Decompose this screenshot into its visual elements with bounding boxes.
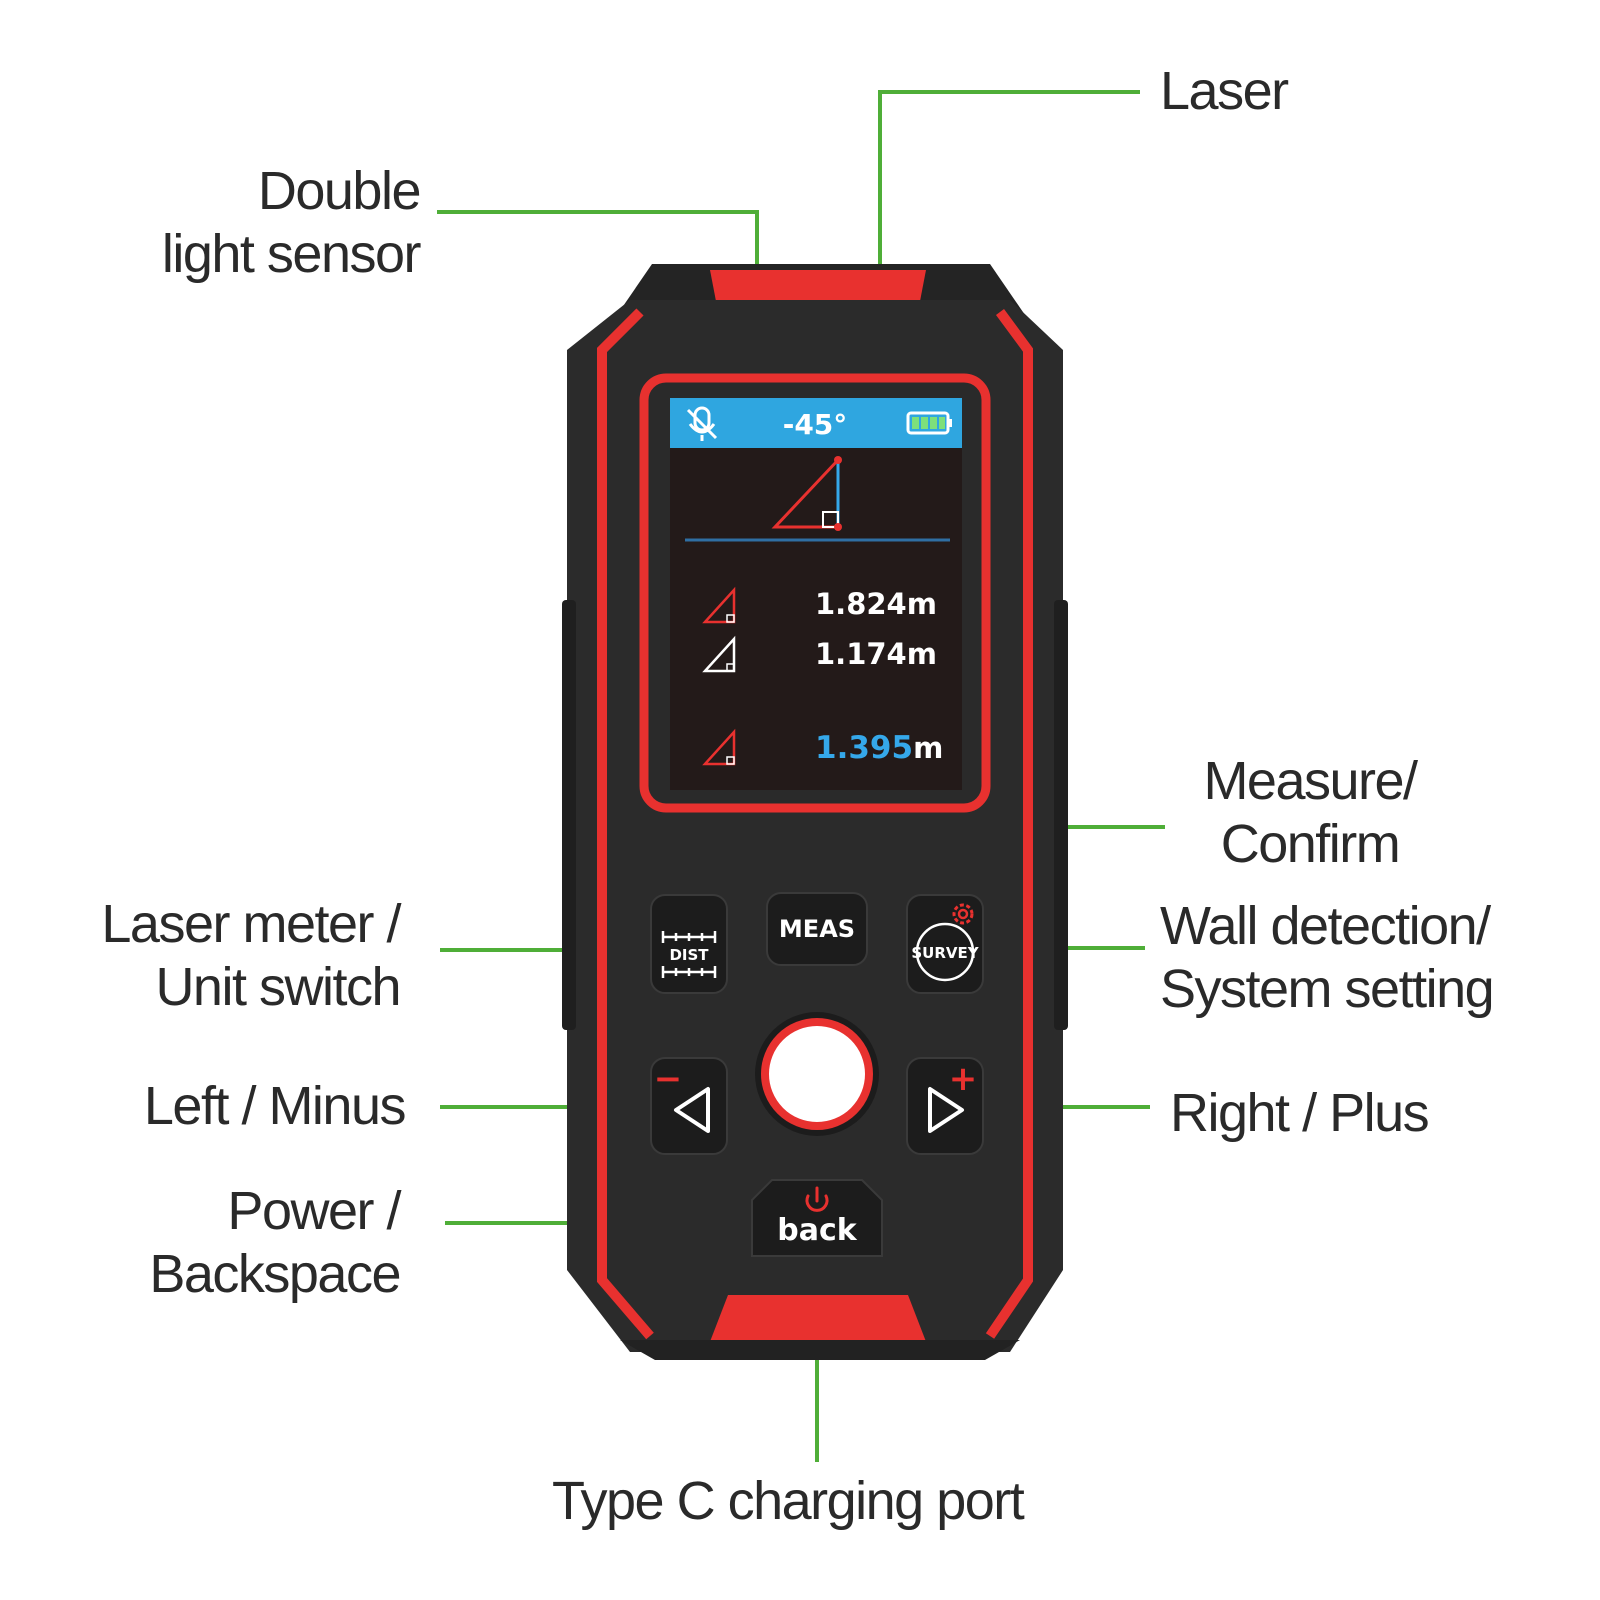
label-laser: Laser [1160,61,1289,121]
triangle-diagram-icon [771,456,842,531]
leader-double-light-sensor [437,210,759,268]
left-grip [562,600,576,1030]
reading-2: 1.174m [815,637,937,671]
center-round-button[interactable] [755,1012,879,1136]
left-red-stripe [597,308,654,1340]
right-button[interactable]: + [906,1057,984,1155]
left-button[interactable]: − [650,1057,728,1155]
label-double-light-sensor: Double light sensor [161,161,422,284]
survey-ring-icon [915,922,975,982]
plus-symbol: + [949,1059,978,1099]
meas-button-label: MEAS [779,915,855,943]
right-red-stripe [985,309,1033,1339]
reading-3-value: 1.395 [815,730,913,766]
reading-3-unit: m [913,731,943,765]
label-power-backspace: Power / Backspace [149,1181,401,1304]
label-right-plus: Right / Plus [1170,1083,1430,1143]
back-button-label: back [777,1213,858,1248]
reading-1: 1.824m [815,587,937,621]
reading-triangle-icon [702,635,736,673]
survey-button-label: SURVEY [911,944,979,962]
dist-button[interactable]: DIST [650,894,728,994]
right-grip [1054,600,1068,1030]
reading-2-value: 1.174 [815,637,907,671]
reading-1-unit: m [907,587,937,621]
bottom-red-accent [706,1295,930,1352]
leader-laser [878,90,1140,268]
reading-2-unit: m [907,637,937,671]
reading-3: 1.395m [815,730,943,766]
right-arrow-icon [928,1087,964,1133]
screen-angle: -45° [783,408,848,441]
power-icon [805,1186,829,1212]
label-type-c-charging-port: Type C charging port [552,1471,1025,1531]
reading-triangle-icon [702,586,736,624]
back-power-button[interactable]: back [751,1179,883,1257]
survey-button[interactable]: SURVEY [906,894,984,994]
gear-icon [952,903,974,925]
reading-triangle-icon [702,728,736,766]
meas-button[interactable]: MEAS [766,892,868,966]
label-wall-detection-system-setting: Wall detection/ System setting [1160,896,1495,1019]
dist-button-label: DIST [669,946,709,964]
bottom-cap [620,1340,1020,1360]
label-left-minus: Left / Minus [143,1076,407,1136]
label-measure-confirm: Measure/ Confirm [1203,751,1418,874]
battery-full-icon [906,411,952,435]
left-arrow-icon [674,1087,710,1133]
screen-display [670,398,962,790]
label-laser-meter-unit-switch: Laser meter / Unit switch [101,894,401,1017]
mic-muted-icon [686,406,718,441]
reading-1-value: 1.824 [815,587,907,621]
minus-symbol: − [654,1059,683,1099]
